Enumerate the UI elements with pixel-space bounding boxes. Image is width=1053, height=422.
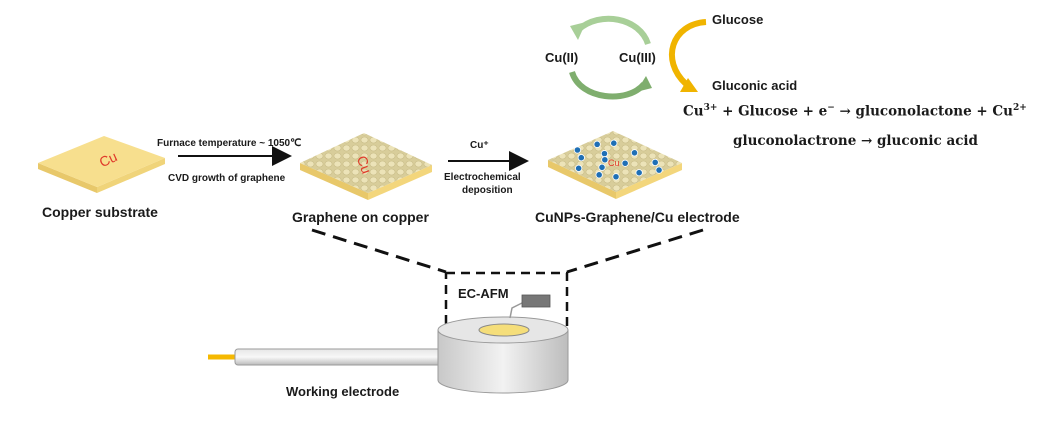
cu-nanoparticle-4 bbox=[621, 159, 629, 167]
cu-nanoparticle-3 bbox=[600, 150, 609, 158]
cu-nanoparticle-5 bbox=[635, 169, 643, 177]
arrow2-bottom-label-line1: Electrochemical bbox=[444, 172, 521, 183]
reaction-equation-2: gluconolactrone → gluconic acid bbox=[733, 133, 978, 149]
graphene-plate-cu-label: Cu bbox=[354, 153, 375, 175]
electrode-rod bbox=[234, 348, 446, 366]
cunps-electrode-label: CuNPs-Graphene/Cu electrode bbox=[535, 209, 740, 225]
arrow1-top-label: Furnace temperature ~ 1050℃ bbox=[157, 138, 301, 149]
cu-nanoparticle-2 bbox=[651, 158, 659, 166]
ecafm-label: EC-AFM bbox=[458, 286, 509, 301]
cu-nanoparticle-0 bbox=[610, 139, 618, 147]
cycle-arrow-top bbox=[575, 15, 651, 46]
electrode-disk bbox=[478, 323, 530, 337]
cycle-arrowhead-top bbox=[570, 22, 586, 40]
zoom-dashed-lines bbox=[311, 228, 704, 274]
copper-substrate-plate: Cu bbox=[38, 136, 165, 193]
eq1-cu2-charge: 2+ bbox=[1012, 103, 1027, 113]
cu-ii-label: Cu(II) bbox=[545, 50, 578, 65]
nanoparticles bbox=[573, 139, 663, 181]
cu-nanoparticle-8 bbox=[612, 173, 620, 181]
cunps-plate-cu-label: Cu bbox=[608, 158, 620, 168]
afm-tip-holder bbox=[521, 294, 551, 308]
eq1-middle: + Glucose + e bbox=[717, 103, 828, 120]
electrode-body bbox=[437, 329, 569, 394]
cu-nanoparticle-6 bbox=[577, 154, 585, 162]
cycle-arrow-bottom bbox=[569, 70, 647, 100]
cunps-plate: Cu bbox=[548, 131, 682, 199]
eq1-cu: Cu bbox=[683, 103, 704, 120]
cu-nanoparticle-13 bbox=[655, 166, 663, 174]
arrow2-top-label: Cu⁺ bbox=[470, 140, 489, 151]
eq2-text: gluconolactrone → gluconic acid bbox=[733, 133, 978, 149]
glucose-oxidation-arrow bbox=[668, 19, 707, 92]
cu-nanoparticle-1 bbox=[630, 149, 639, 157]
cu-nanoparticle-11 bbox=[573, 146, 582, 154]
cu-iii-label: Cu(III) bbox=[619, 50, 656, 65]
copper-substrate-label: Copper substrate bbox=[42, 204, 158, 220]
redox-cycle bbox=[569, 15, 652, 100]
arrow1-bottom-label: CVD growth of graphene bbox=[168, 173, 286, 184]
eq1-electron-charge: − bbox=[827, 103, 835, 113]
eq1-cu-charge: 3+ bbox=[703, 103, 718, 113]
graphene-on-copper-label: Graphene on copper bbox=[292, 209, 429, 225]
cu-nanoparticle-9 bbox=[575, 164, 583, 172]
glucose-label: Glucose bbox=[712, 12, 763, 27]
arrow2-bottom-label-line2: deposition bbox=[462, 185, 513, 196]
cu-nanoparticle-7 bbox=[598, 163, 606, 171]
cu-nanoparticle-14 bbox=[601, 156, 609, 164]
working-electrode bbox=[208, 294, 569, 394]
cycle-arrowhead-bottom bbox=[636, 76, 652, 92]
gluconic-acid-label: Gluconic acid bbox=[712, 78, 797, 93]
eq1-products: → gluconolactone + Cu bbox=[834, 103, 1013, 120]
working-electrode-label: Working electrode bbox=[286, 384, 399, 399]
reaction-equation-1: Cu3+ + Glucose + e− → gluconolactone + C… bbox=[683, 103, 1027, 120]
graphene-plate: Cu bbox=[300, 133, 432, 200]
cu-nanoparticle-10 bbox=[593, 140, 601, 148]
copper-plate-label: Cu bbox=[97, 148, 120, 170]
cu-nanoparticle-12 bbox=[595, 171, 603, 179]
